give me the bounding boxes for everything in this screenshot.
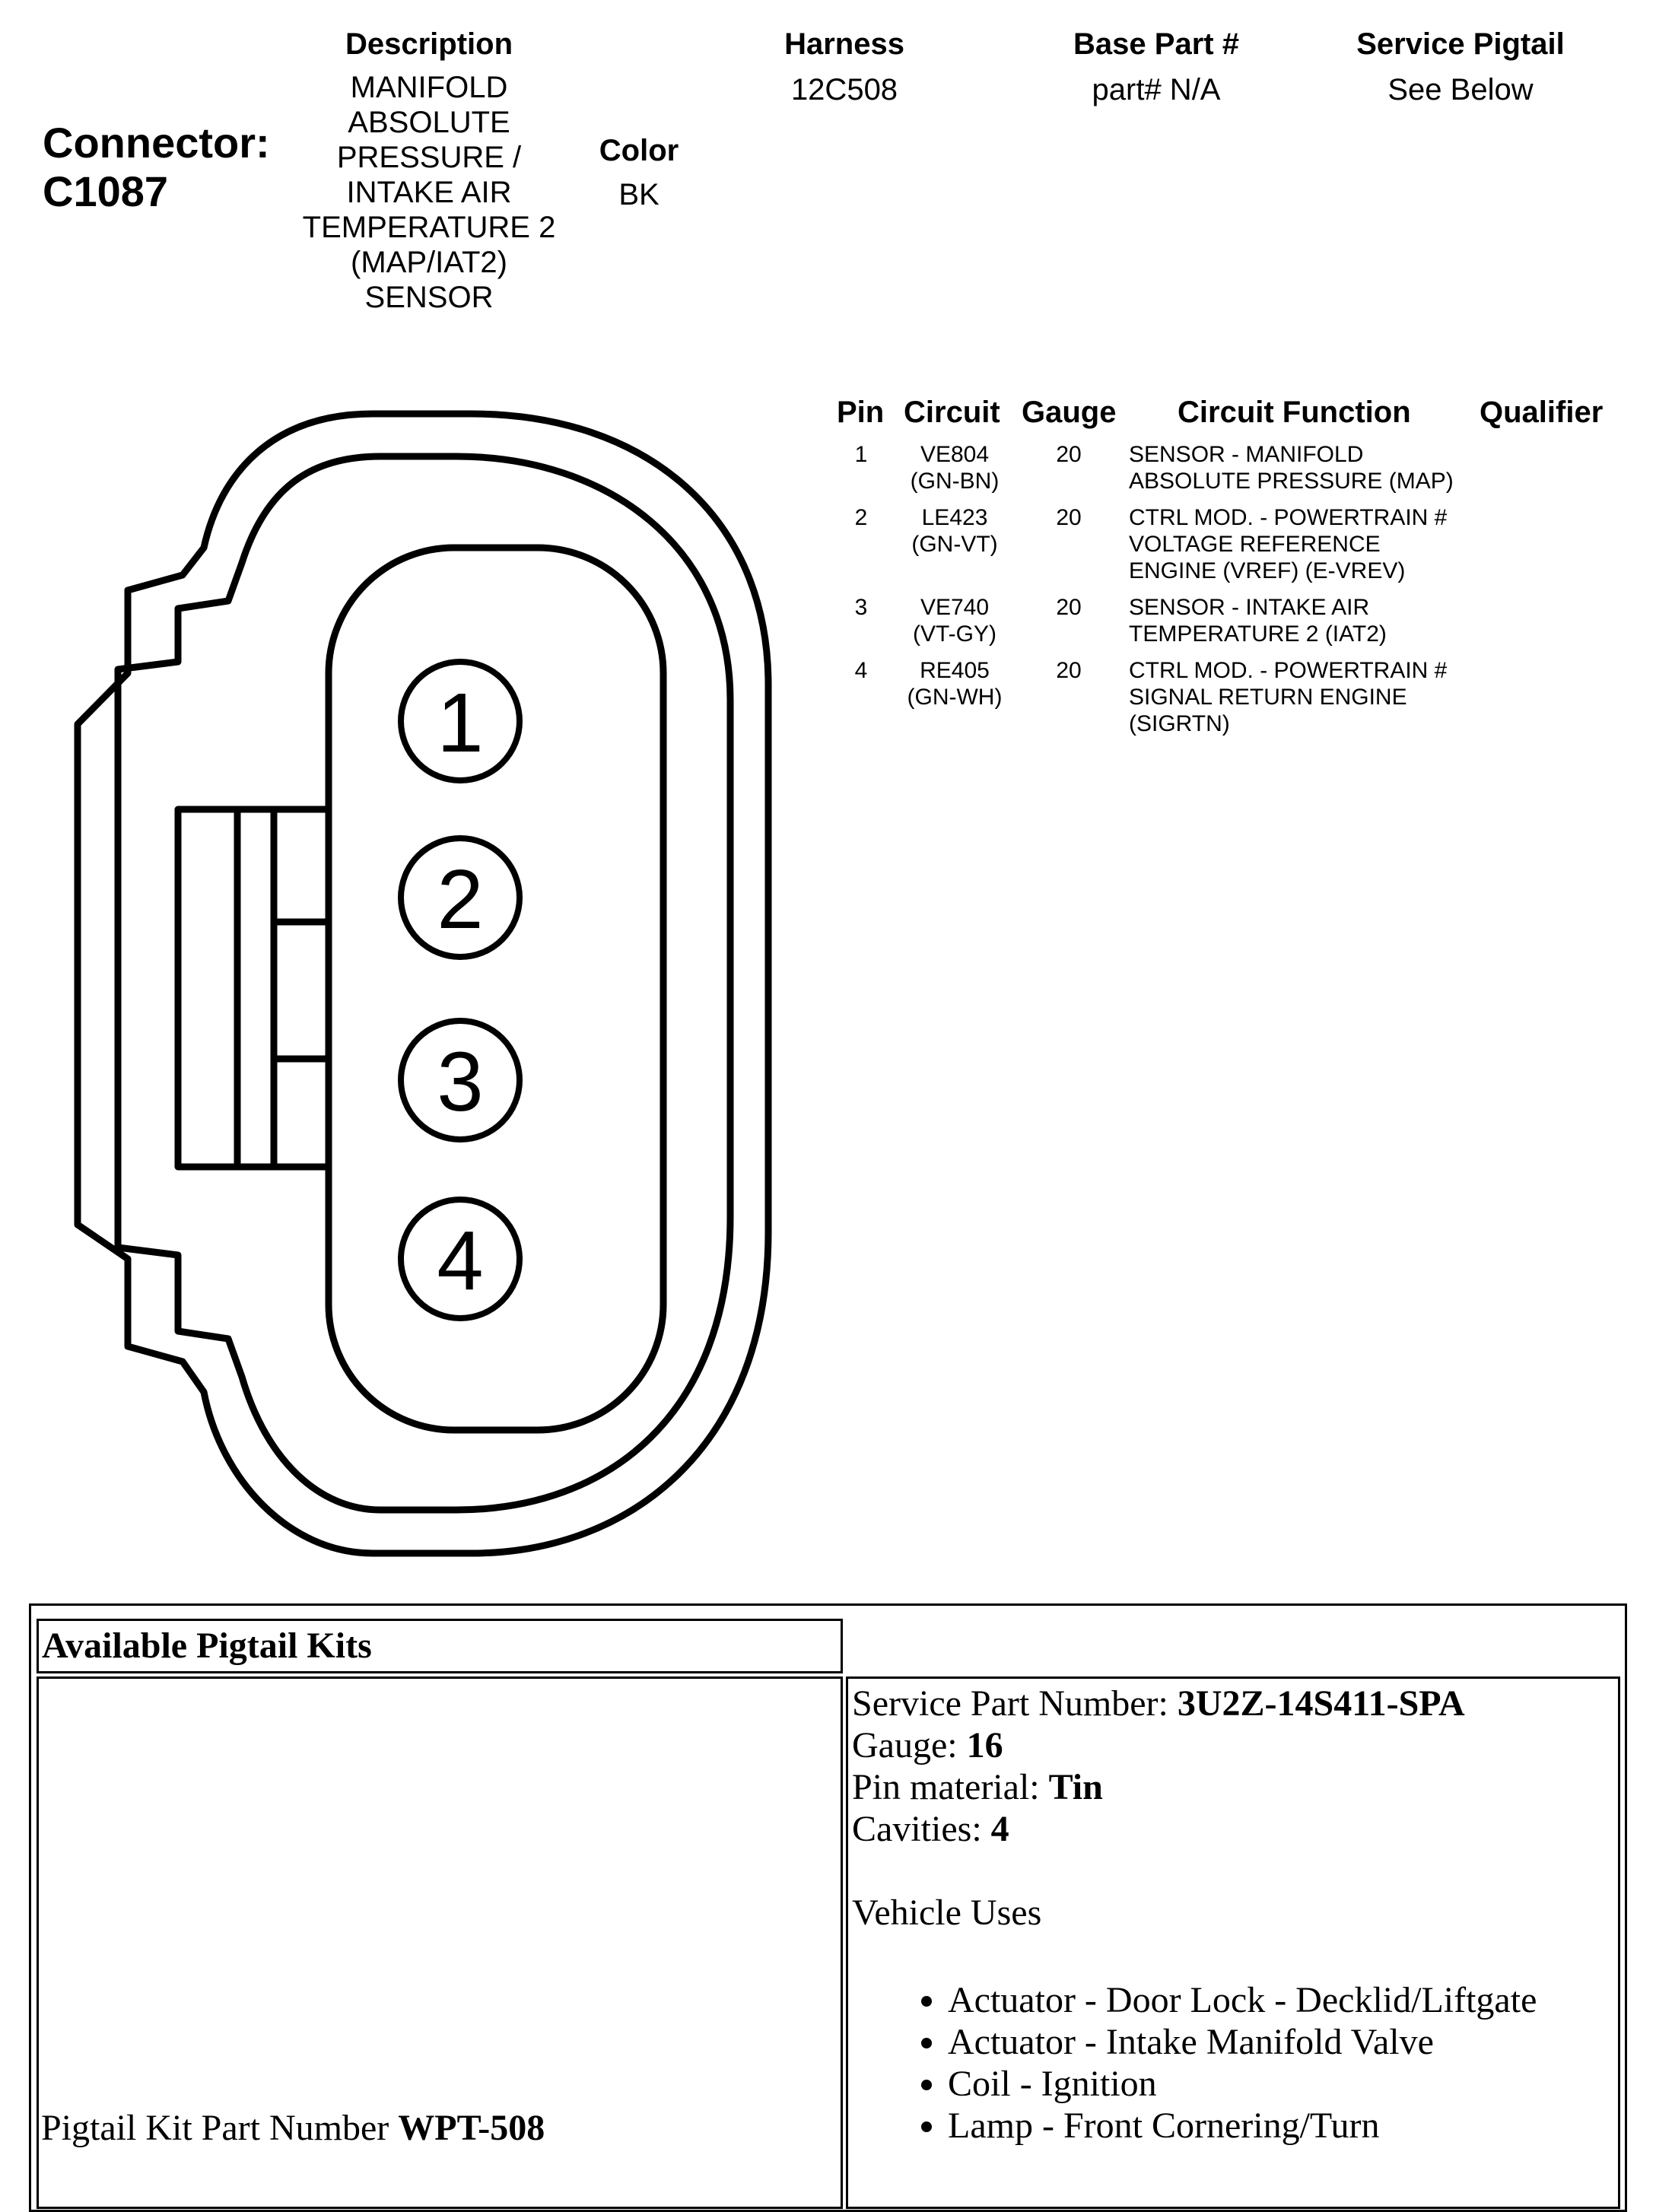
pigtail-gauge-value: 16 <box>966 1725 1003 1765</box>
pigtail-kits-title: Available Pigtail Kits <box>42 1626 372 1666</box>
qualifier-col-header: Qualifier <box>1480 396 1604 429</box>
list-item: Actuator - Door Lock - Decklid/Liftgate <box>948 1979 1613 2021</box>
latch-feature <box>174 806 332 1171</box>
description-line: ABSOLUTE <box>348 106 510 139</box>
description-line: TEMPERATURE 2 <box>302 211 556 244</box>
pin-col-header: Pin <box>837 396 885 429</box>
description-line: INTAKE AIR <box>346 176 512 209</box>
cavities-label: Cavities: <box>852 1809 991 1849</box>
circuit-color: (VT-GY) <box>913 621 996 647</box>
function-line: VOLTAGE REFERENCE <box>1129 532 1381 557</box>
table-row-function: CTRL MOD. - POWERTRAIN # SIGNAL RETURN E… <box>1129 657 1447 737</box>
service-pigtail-header: Service Pigtail <box>1356 27 1565 61</box>
function-line: CTRL MOD. - POWERTRAIN # <box>1129 505 1448 530</box>
service-part-label: Service Part Number: <box>852 1683 1178 1724</box>
table-row-pin: 2 <box>854 505 868 530</box>
harness-value: 12C508 <box>790 73 898 106</box>
function-line: CTRL MOD. - POWERTRAIN # <box>1129 658 1448 683</box>
pin-circle <box>398 1197 523 1321</box>
function-line: TEMPERATURE 2 (IAT2) <box>1129 621 1387 647</box>
color-header: Color <box>599 134 679 167</box>
circuit-color: (GN-VT) <box>911 532 998 557</box>
function-line: (SIGRTN) <box>1129 711 1230 736</box>
gauge-col-header: Gauge <box>1022 396 1117 429</box>
table-row-gauge: 20 <box>1056 595 1082 620</box>
table-row-gauge: 20 <box>1056 505 1082 530</box>
table-row-pin: 3 <box>854 595 868 620</box>
circuit-code: VE740 <box>920 595 990 620</box>
table-row-gauge: 20 <box>1056 658 1082 683</box>
pigtail-gauge: Gauge: 16 <box>852 1724 1613 1766</box>
table-row-circuit: LE423 (GN-VT) <box>898 504 1012 558</box>
base-part-header: Base Part # <box>1073 27 1239 61</box>
pin-material: Pin material: Tin <box>852 1766 1613 1808</box>
cavities: Cavities: 4 <box>852 1808 1613 1850</box>
function-line: SENSOR - INTAKE AIR <box>1129 595 1370 620</box>
vehicle-uses-list: Actuator - Door Lock - Decklid/Liftgate … <box>852 1979 1613 2147</box>
pigtail-gauge-label: Gauge: <box>852 1725 967 1765</box>
table-row-circuit: RE405 (GN-WH) <box>898 657 1012 710</box>
description-line: PRESSURE / <box>336 141 522 174</box>
circuit-col-header: Circuit <box>904 396 1000 429</box>
circuit-code: LE423 <box>921 505 988 530</box>
connector-diagram: 1 2 3 4 <box>74 410 772 1557</box>
pin-circle <box>398 1018 523 1143</box>
description-line: SENSOR <box>364 281 494 314</box>
base-part-value: part# N/A <box>1092 73 1221 106</box>
pin-number-label: 4 <box>437 1214 483 1308</box>
connector-label: Connector: <box>43 119 270 167</box>
pin-material-value: Tin <box>1048 1767 1103 1807</box>
table-row-gauge: 20 <box>1056 442 1082 467</box>
function-line: ENGINE (VREF) (E-VREV) <box>1129 558 1406 583</box>
service-part-value: 3U2Z-14S411-SPA <box>1177 1683 1465 1724</box>
circuit-code: VE804 <box>920 442 990 467</box>
table-row-circuit: VE804 (GN-BN) <box>898 441 1012 494</box>
pin-material-label: Pin material: <box>852 1767 1049 1807</box>
circuit-code: RE405 <box>920 658 990 683</box>
pigtail-kit-number-label: Pigtail Kit Part Number <box>41 2108 399 2148</box>
function-line: SIGNAL RETURN ENGINE <box>1129 685 1407 710</box>
pigtail-details: Service Part Number: 3U2Z-14S411-SPA Gau… <box>852 1683 1613 2147</box>
function-col-header: Circuit Function <box>1178 396 1411 429</box>
function-line: ABSOLUTE PRESSURE (MAP) <box>1129 469 1454 494</box>
circuit-color: (GN-WH) <box>907 685 1003 710</box>
list-item: Coil - Ignition <box>948 2063 1613 2105</box>
vehicle-uses-heading: Vehicle Uses <box>852 1893 1042 1933</box>
description-header: Description <box>345 27 513 61</box>
list-item: Lamp - Front Cornering/Turn <box>948 2105 1613 2147</box>
table-row-pin: 1 <box>854 442 868 467</box>
description-line: (MAP/IAT2) <box>351 246 507 279</box>
table-row-pin: 4 <box>854 658 868 683</box>
pin-number-label: 2 <box>437 853 483 946</box>
connector-label-block: Connector: C1087 <box>43 119 270 216</box>
connector-housing-outer <box>74 410 772 1557</box>
table-row-circuit: VE740 (VT-GY) <box>898 594 1012 647</box>
pin-circle <box>398 835 523 960</box>
connector-housing-inner <box>114 453 734 1514</box>
circuit-color: (GN-BN) <box>910 469 1000 494</box>
service-pigtail-value: See Below <box>1387 73 1534 106</box>
pin-circle <box>398 659 523 783</box>
table-row-function: CTRL MOD. - POWERTRAIN # VOLTAGE REFEREN… <box>1129 504 1447 584</box>
function-line: SENSOR - MANIFOLD <box>1129 442 1364 467</box>
harness-header: Harness <box>784 27 904 61</box>
pin-number-label: 3 <box>437 1035 483 1129</box>
pin-circles <box>398 659 523 1321</box>
table-row-function: SENSOR - MANIFOLD ABSOLUTE PRESSURE (MAP… <box>1129 441 1454 494</box>
pigtail-kits-title-cell: Available Pigtail Kits <box>37 1619 843 1673</box>
service-part-number: Service Part Number: 3U2Z-14S411-SPA <box>852 1683 1613 1724</box>
pigtail-kit-number-value: WPT-508 <box>398 2108 545 2148</box>
cavities-value: 4 <box>990 1809 1009 1849</box>
table-row-function: SENSOR - INTAKE AIR TEMPERATURE 2 (IAT2) <box>1129 594 1387 647</box>
color-value: BK <box>618 178 660 211</box>
list-item: Actuator - Intake Manifold Valve <box>948 2021 1613 2063</box>
description-value: MANIFOLD ABSOLUTE PRESSURE / INTAKE AIR … <box>277 70 581 315</box>
description-line: MANIFOLD <box>350 71 508 104</box>
pin-number-label: 1 <box>437 676 483 770</box>
pigtail-kit-number: Pigtail Kit Part Number WPT-508 <box>41 2107 545 2149</box>
connector-id: C1087 <box>43 167 169 215</box>
